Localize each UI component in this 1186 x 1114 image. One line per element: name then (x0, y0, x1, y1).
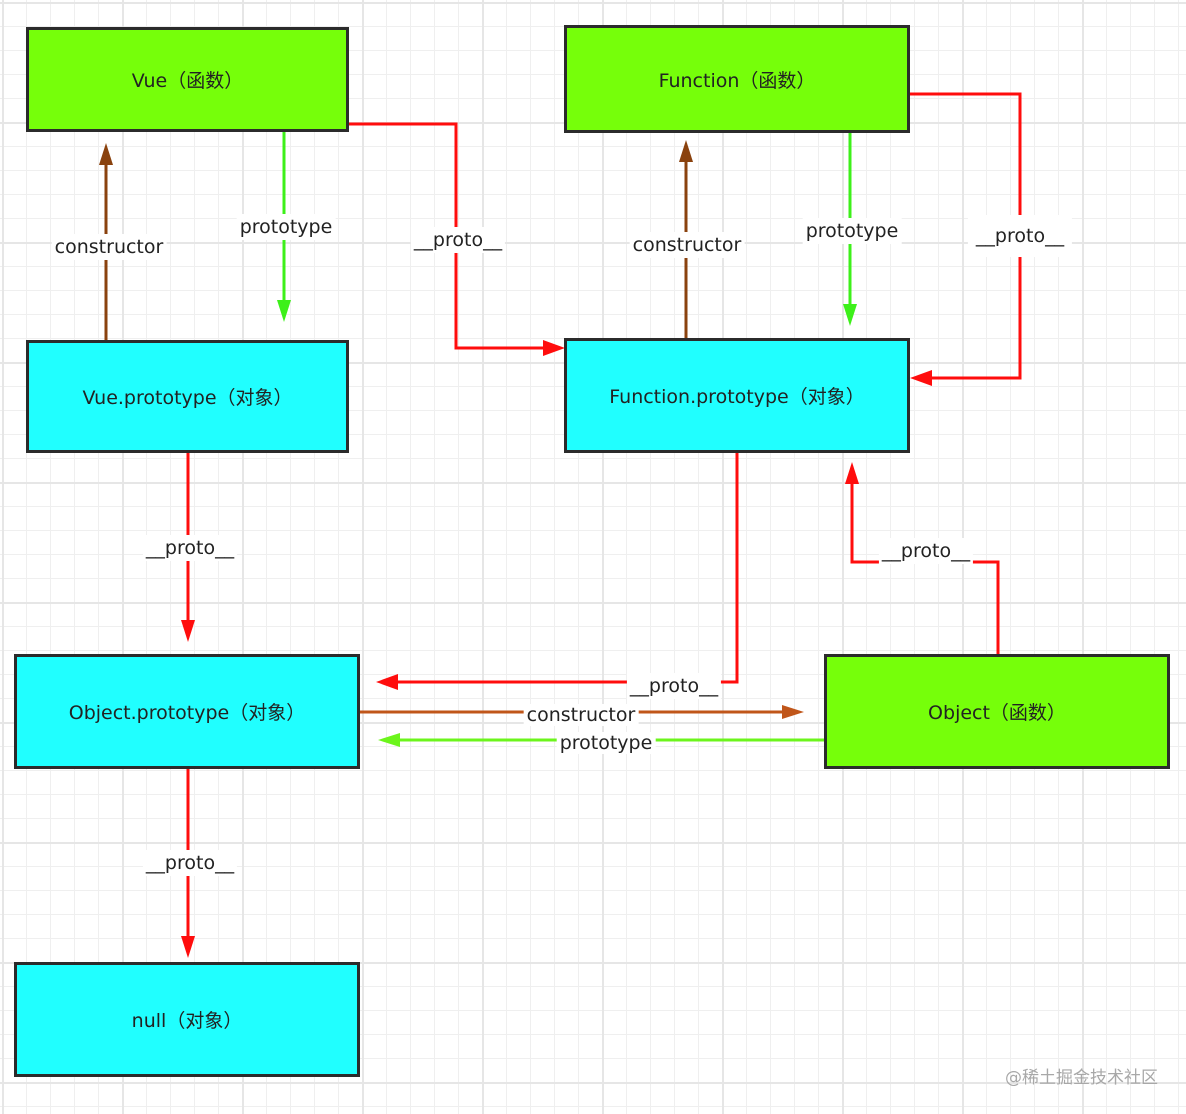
arrowhead-icon (378, 733, 400, 747)
arrowhead-icon (782, 705, 804, 719)
edge-label-vue-proto: __proto__ (410, 227, 506, 253)
arrowhead-icon (679, 140, 693, 162)
edge-label-vue-constructor: constructor (51, 234, 167, 260)
arrowhead-icon (277, 300, 291, 322)
node-object-label: Object（函数） (928, 702, 1066, 724)
node-function-prototype[interactable]: Function.prototype（对象） (564, 338, 910, 453)
edge-label-object-prototype: prototype (556, 732, 656, 754)
arrowhead-icon (843, 304, 857, 326)
edge-label-function-constructor: constructor (629, 232, 745, 258)
arrowhead-icon (910, 370, 932, 386)
edge-label-function-proto: __proto__ (967, 215, 1073, 257)
watermark: @稀土掘金技术社区 (1005, 1068, 1158, 1088)
node-vue[interactable]: Vue（函数） (26, 27, 349, 132)
node-object-prototype-label: Object.prototype（对象） (68, 702, 306, 724)
node-object[interactable]: Object（函数） (824, 654, 1170, 769)
node-function-label: Function（函数） (658, 69, 816, 92)
edge-label-function-prototype-proto: __proto__ (626, 673, 722, 699)
node-vue-prototype[interactable]: Vue.prototype（对象） (26, 340, 349, 453)
node-vue-prototype-label: Vue.prototype（对象） (82, 387, 293, 409)
edge-label-function-prototype: prototype (802, 218, 902, 244)
arrowhead-icon (181, 620, 195, 642)
node-vue-label: Vue（函数） (131, 70, 244, 92)
arrowhead-icon (99, 143, 113, 165)
edge-label-object-prototype-proto: __proto__ (142, 850, 238, 876)
arrowhead-icon (181, 936, 195, 958)
node-object-prototype[interactable]: Object.prototype（对象） (14, 654, 360, 769)
node-null[interactable]: null（对象） (14, 962, 360, 1077)
arrowhead-icon (376, 674, 398, 690)
edge-label-object-constructor: constructor (523, 704, 639, 726)
node-function-prototype-label: Function.prototype（对象） (609, 386, 865, 408)
edge-label-vue-prototype: prototype (236, 214, 336, 240)
node-function[interactable]: Function（函数） (564, 25, 910, 133)
node-null-label: null（对象） (131, 1010, 243, 1032)
edge-label-object-proto: __proto__ (878, 538, 974, 564)
arrowhead-icon (543, 340, 565, 356)
edge-label-vue-prototype-proto: __proto__ (142, 535, 238, 561)
edge-function-prototype-proto (376, 452, 739, 690)
arrowhead-icon (845, 462, 859, 484)
